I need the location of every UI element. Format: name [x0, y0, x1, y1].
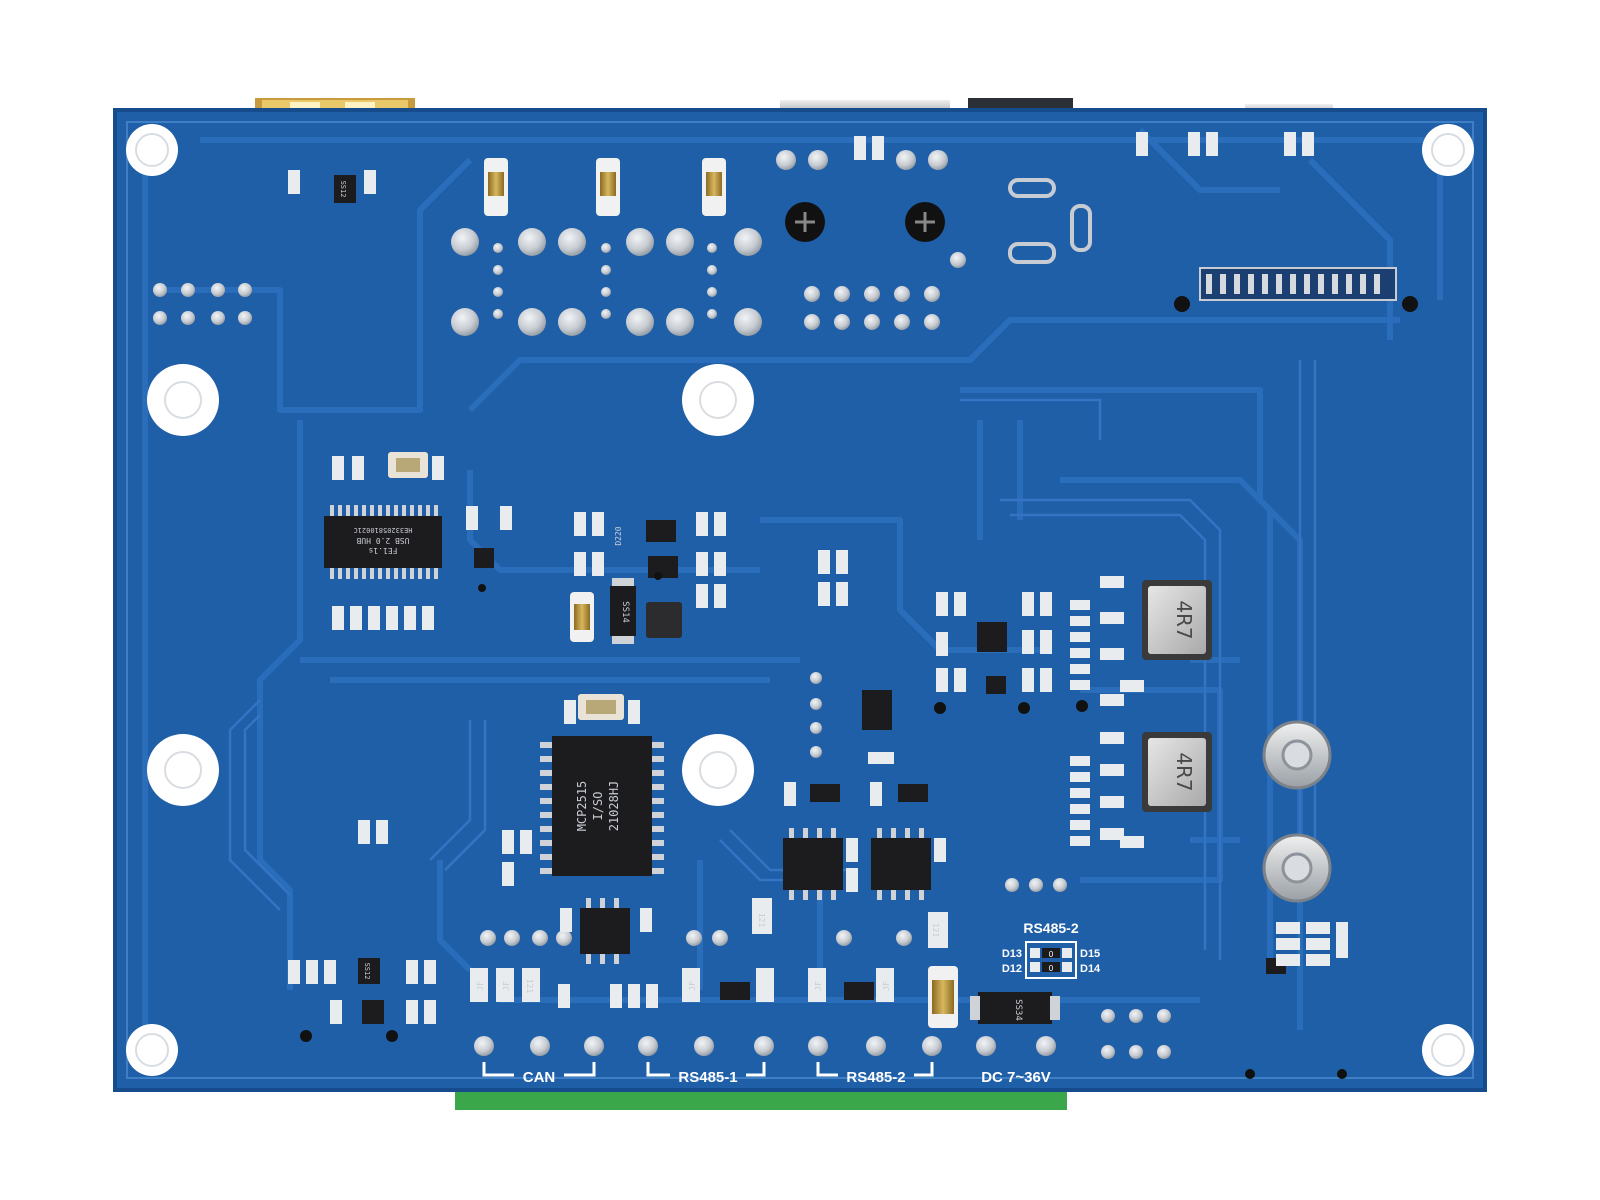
d15-label: D15: [1080, 948, 1100, 960]
rs485-1-label: RS485-1: [678, 1069, 737, 1086]
component-labels: 121 121 121 D220 JF JF JF JF JF SS12 SS1…: [339, 181, 940, 994]
through-hole-pads: [153, 150, 1171, 1059]
board-outline-silkscreen: [126, 121, 1474, 1079]
d13-label: D13: [1002, 948, 1022, 960]
label-121-a: 121: [757, 913, 766, 928]
ss34-marking: SS34: [1013, 999, 1023, 1021]
mounting-holes: [126, 124, 1474, 1076]
mcp2515-marking-1: MCP2515: [575, 781, 589, 832]
rs485-2-header-label: RS485-2: [1023, 920, 1078, 936]
power-standoffs: [1262, 720, 1332, 903]
label-121-b: 121: [931, 923, 940, 938]
usb-hub-chip: FE1.1s USB 2.0 HUB HE33205810021C: [324, 452, 442, 579]
rs485-transceivers: [580, 690, 931, 964]
mcp2515-chip: MCP2515 I/SO 21028HJ: [540, 694, 664, 876]
label-121-c: 121: [525, 979, 534, 994]
inductor-1-marking: 4R7: [1172, 600, 1196, 639]
diodes: SS34 SS14: [570, 578, 1060, 1028]
rs485-2-jumper-block: 0 0 RS485-2 D13 D12 D15 D14: [1002, 920, 1101, 979]
terminal-silkscreen: [482, 1062, 934, 1077]
label-jf-2: JF: [502, 981, 511, 991]
label-jf-5: JF: [882, 981, 891, 991]
label-jf-1: JF: [476, 981, 485, 991]
rs485-2-label: RS485-2: [846, 1069, 905, 1086]
inductor-2-marking: 4R7: [1172, 752, 1196, 791]
top-capacitors: [484, 158, 1092, 264]
ss14-marking: SS14: [620, 601, 630, 623]
fpc-connector: [1174, 267, 1418, 312]
ic-ss12-a-marking: SS12: [339, 181, 347, 198]
ic-ss12-b-marking: SS12: [363, 963, 371, 980]
label-jf-3: JF: [688, 981, 697, 991]
mcp2515-marking-2: I/SO: [591, 792, 605, 821]
usb-hub-marking-1: FE1.1s: [368, 546, 397, 555]
can-label: CAN: [523, 1069, 556, 1086]
usb-hub-marking-2: USB 2.0 HUB: [356, 536, 409, 545]
d14-label: D14: [1080, 963, 1101, 975]
power-section: [334, 175, 1286, 1024]
usb-hub-marking-3: HE33205810021C: [353, 526, 412, 534]
d12-label: D12: [1002, 963, 1022, 975]
jumper-zero-a: 0: [1049, 950, 1054, 959]
mcp2515-marking-3: 21028HJ: [607, 781, 621, 832]
label-jf-4: JF: [814, 981, 823, 991]
jumper-zero-b: 0: [1049, 964, 1054, 973]
label-d220: D220: [614, 526, 623, 545]
inductors: 4R7 4R7: [1142, 580, 1212, 812]
dc-input-label: DC 7~36V: [981, 1069, 1051, 1086]
vias: [300, 572, 1347, 1079]
smd-passives: [288, 132, 1348, 1024]
